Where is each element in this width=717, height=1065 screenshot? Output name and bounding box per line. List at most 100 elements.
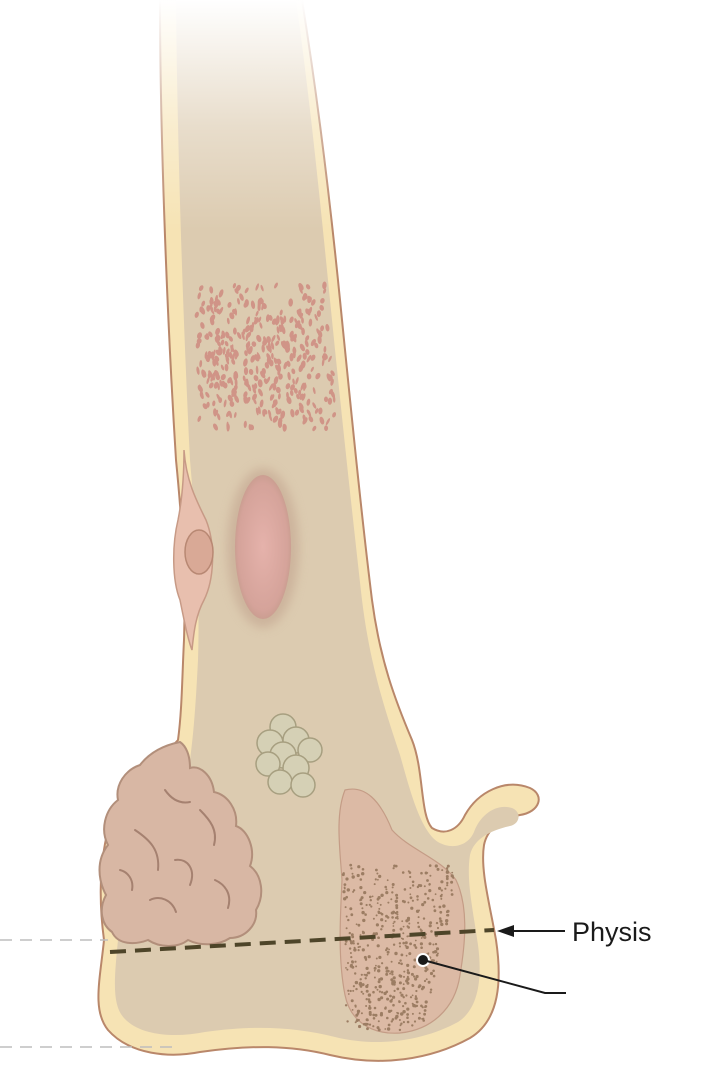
stipple-mark — [314, 408, 319, 414]
stipple-dot — [393, 920, 396, 923]
stipple-dot — [345, 967, 347, 969]
stipple-dot — [383, 991, 387, 996]
stipple-dot — [376, 902, 379, 904]
stipple-dot — [444, 887, 447, 890]
stipple-mark — [243, 420, 247, 428]
stipple-dot — [450, 889, 453, 892]
stipple-dot — [350, 933, 354, 937]
stipple-dot — [350, 867, 353, 870]
stipple-mark — [258, 316, 262, 323]
stipple-dot — [445, 875, 449, 878]
stipple-dot — [386, 969, 390, 973]
stipple-dot — [396, 1011, 398, 1014]
stipple-mark — [292, 334, 297, 343]
stipple-dot — [421, 1017, 424, 1020]
stipple-mark — [268, 314, 273, 321]
stipple-mark — [302, 352, 307, 360]
stipple-mark — [229, 312, 235, 320]
stipple-dot — [414, 946, 418, 949]
stipple-mark — [286, 360, 291, 367]
stipple-mark — [224, 353, 230, 361]
stipple-dot — [420, 1004, 423, 1008]
stipple-dot — [352, 985, 355, 988]
stipple-dot — [423, 885, 426, 888]
stipple-dot — [414, 995, 417, 998]
stipple-dot — [387, 1023, 391, 1027]
stipple-dot — [357, 1018, 360, 1022]
stipple-dot — [351, 875, 355, 879]
stipple-mark — [199, 392, 204, 400]
stipple-dot — [427, 980, 431, 984]
stipple-dot — [398, 1019, 401, 1021]
stipple-dot — [411, 899, 414, 902]
stipple-mark — [271, 318, 278, 325]
stipple-dot — [439, 919, 443, 923]
stipple-mark — [257, 379, 263, 388]
stipple-dot — [423, 935, 427, 940]
stipple-mark — [306, 373, 312, 380]
stipple-dot — [439, 894, 443, 898]
stipple-dot — [351, 872, 354, 875]
stipple-mark — [212, 400, 216, 407]
stipple-dot — [413, 943, 417, 947]
stipple-dot — [419, 942, 423, 946]
stipple-dot — [368, 1004, 371, 1007]
stipple-dot — [368, 1010, 372, 1014]
stipple-mark — [280, 410, 286, 419]
stipple-dot — [415, 1004, 419, 1008]
stipple-dot — [361, 907, 364, 910]
stipple-mark — [244, 325, 251, 333]
stipple-dot — [403, 975, 405, 978]
stipple-dot — [425, 978, 428, 981]
stipple-dot — [395, 904, 399, 908]
stipple-dot — [445, 910, 449, 914]
stipple-dot — [367, 993, 372, 997]
stipple-dot — [446, 881, 449, 885]
stipple-mark — [259, 322, 263, 329]
stipple-dot — [359, 945, 361, 948]
stipple-mark — [298, 389, 302, 396]
stipple-mark — [312, 387, 316, 395]
stipple-dot — [429, 988, 433, 991]
stipple-dot — [379, 977, 384, 981]
stipple-dot — [406, 1020, 410, 1024]
stipple-dot — [417, 985, 421, 989]
stipple-dot — [434, 864, 438, 868]
stipple-dot — [388, 948, 390, 951]
stipple-mark — [205, 391, 210, 398]
stipple-mark — [243, 358, 248, 367]
stipple-mark — [296, 354, 302, 362]
stipple-mark — [248, 368, 254, 375]
stipple-mark — [319, 416, 325, 425]
stipple-mark — [208, 370, 213, 378]
stipple-dot — [363, 973, 366, 976]
stipple-dot — [365, 984, 369, 989]
stipple-mark — [215, 308, 221, 315]
stipple-dot — [367, 955, 371, 959]
stipple-dot — [402, 941, 406, 945]
stipple-dot — [450, 874, 454, 878]
stipple-dot — [386, 953, 389, 956]
stipple-dot — [355, 923, 358, 926]
stipple-dot — [399, 1024, 402, 1027]
stipple-dot — [378, 874, 382, 879]
stipple-dot — [399, 927, 403, 931]
stipple-dot — [435, 954, 439, 957]
stipple-dot — [424, 892, 427, 896]
stipple-mark — [323, 288, 327, 294]
stipple-dot — [375, 923, 379, 927]
stipple-dot — [425, 968, 429, 971]
stipple-dot — [389, 999, 393, 1003]
stipple-dot — [380, 893, 384, 897]
stipple-dot — [362, 931, 365, 935]
stipple-mark — [271, 400, 277, 409]
stipple-mark — [206, 376, 210, 385]
stipple-mark — [300, 360, 306, 369]
stipple-mark — [214, 359, 219, 366]
stipple-mark — [272, 382, 277, 391]
stipple-dot — [344, 943, 347, 946]
stipple-mark — [226, 421, 229, 430]
stipple-dot — [359, 886, 363, 890]
stipple-mark — [217, 349, 223, 356]
stipple-mark — [251, 384, 256, 391]
